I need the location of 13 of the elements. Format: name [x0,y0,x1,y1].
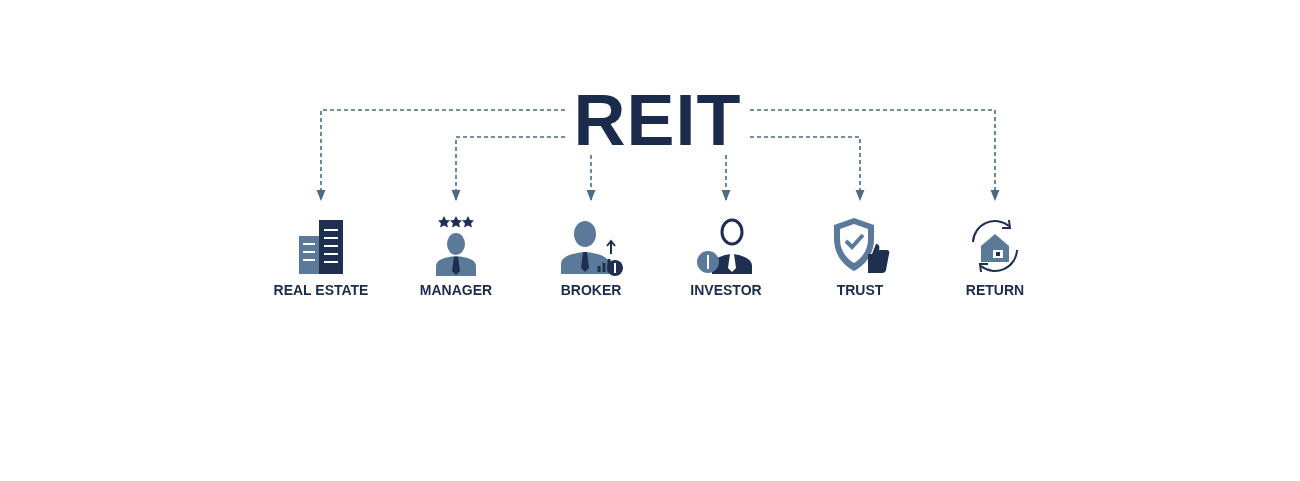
dashed-arrow [586,154,596,202]
dashed-arrow [749,136,865,202]
icon-caption: RETURN [965,282,1025,298]
dashed-arrow [749,109,1000,202]
icon-caption: REAL ESTATE [273,282,369,298]
icon-caption: MANAGER [419,282,493,298]
dashed-arrow [721,154,731,202]
dashed-arrow [451,136,566,202]
dashed-arrow [316,109,566,202]
icon-caption: INVESTOR [690,282,762,298]
icon-caption: BROKER [560,282,622,298]
icon-caption: TRUST [836,282,884,298]
hub-heading: REIT [573,84,742,156]
